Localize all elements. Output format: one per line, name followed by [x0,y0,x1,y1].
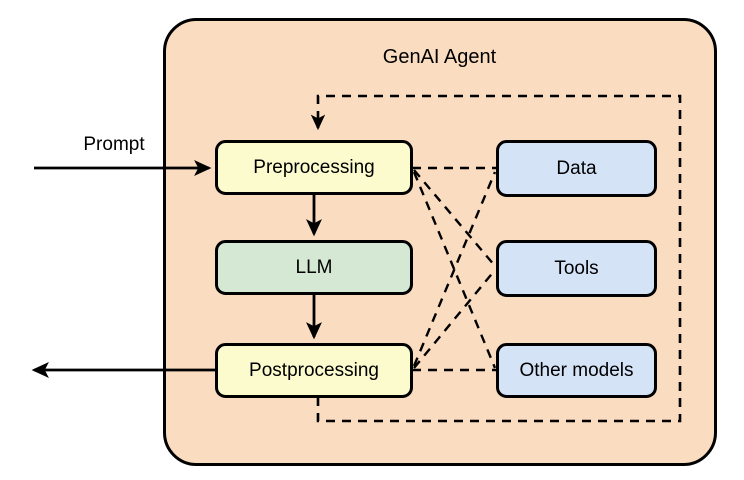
node-preprocessing[interactable] [215,140,413,195]
edge-postprocessing-tools [413,269,496,369]
node-postprocessing[interactable] [215,343,413,398]
edge-preprocessing-other-models [412,171,497,369]
edge-feedback-loop [310,94,682,423]
edge-preprocessing-tools [413,169,496,267]
node-tools[interactable] [496,240,657,297]
node-llm[interactable] [215,240,413,295]
node-other-models[interactable] [496,343,657,398]
edge-postprocessing-data [412,171,497,367]
node-data[interactable] [496,140,657,197]
